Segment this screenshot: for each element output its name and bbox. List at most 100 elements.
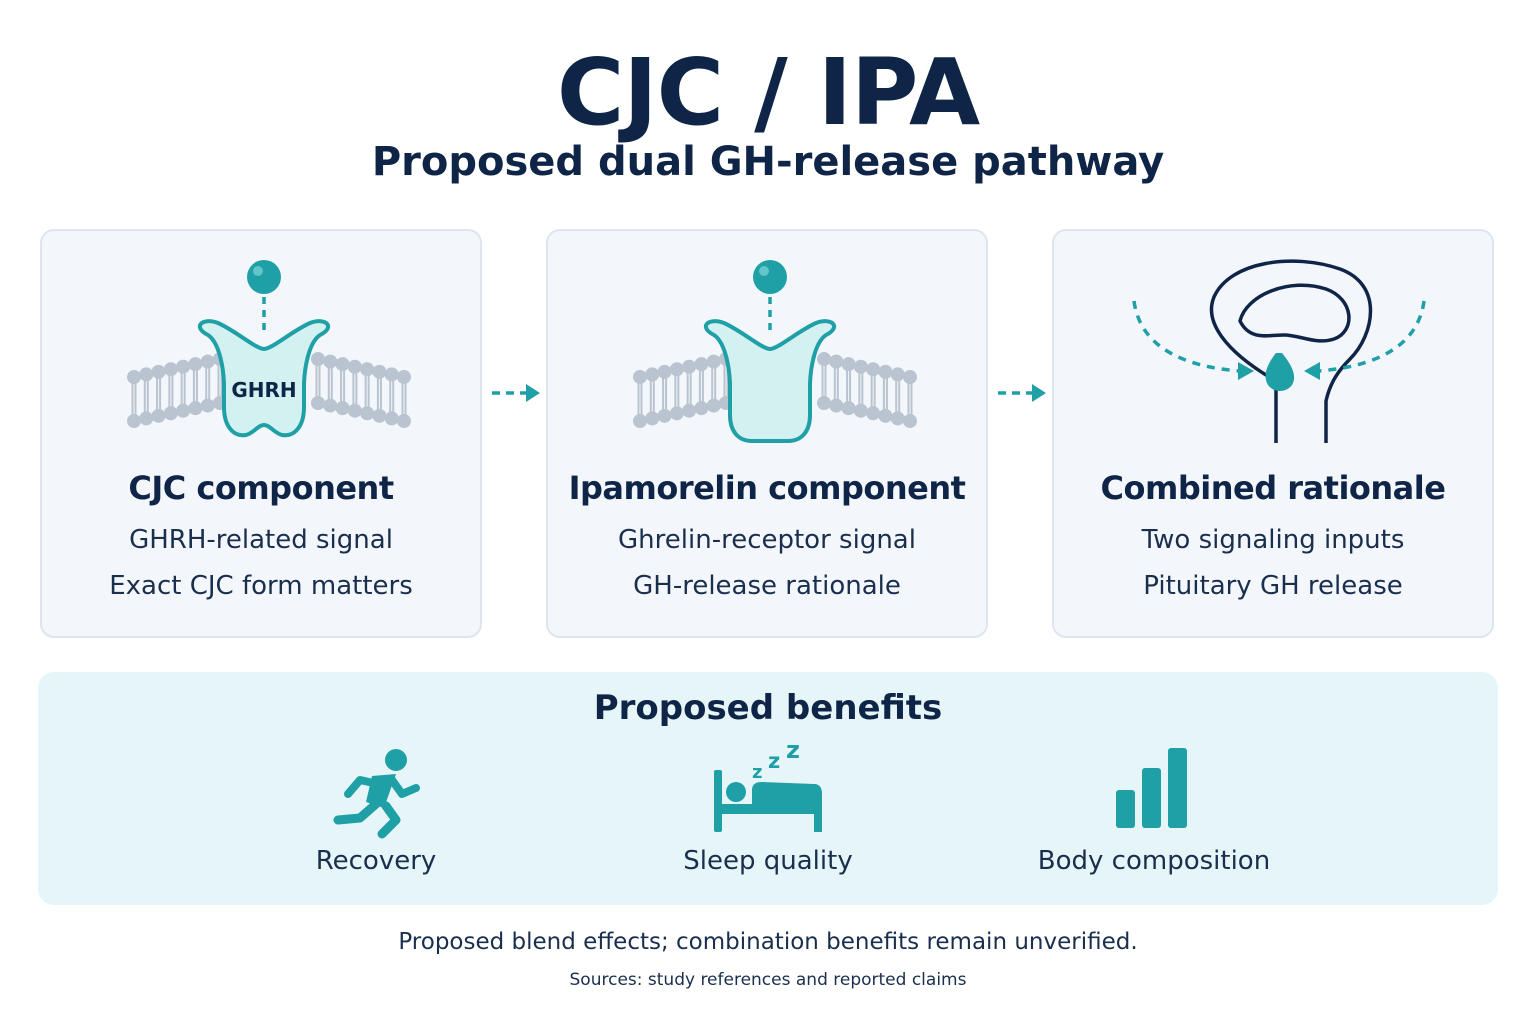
lipid-head: [200, 398, 215, 413]
lipid-bilayer: [633, 352, 917, 428]
card-line: GH-release rationale: [633, 571, 901, 601]
lipid-head: [878, 408, 893, 423]
lipid-head: [694, 401, 709, 416]
lipid-head: [853, 359, 868, 374]
dashed-arrow-right-icon: [492, 384, 540, 402]
lipid-head: [682, 403, 697, 418]
lipid-head: [139, 367, 154, 382]
lipid-head: [645, 411, 660, 426]
card-line: Two signaling inputs: [1141, 525, 1405, 555]
page-title: CJC / IPA: [556, 39, 980, 146]
svg-text:z: z: [786, 744, 800, 764]
benefits-title: Proposed benefits: [593, 688, 943, 728]
benefits-panel: Proposed benefits Recovery z z z Sleep q…: [38, 672, 1498, 905]
lipid-head: [200, 354, 215, 369]
lipid-head: [645, 367, 660, 382]
receptor-membrane-icon: [633, 260, 917, 443]
lipid-head: [841, 401, 856, 416]
lipid-head: [890, 367, 905, 382]
lipid-head: [841, 357, 856, 372]
lipid-head: [347, 403, 362, 418]
lipid-head: [890, 411, 905, 426]
lipid-head: [163, 406, 178, 421]
lipid-head: [706, 354, 721, 369]
sleeping-bed-icon: z z z: [714, 744, 822, 832]
ligand-dot: [753, 260, 787, 294]
card-title: Combined rationale: [1100, 469, 1446, 507]
lipid-head: [657, 364, 672, 379]
lipid-head: [397, 414, 411, 428]
lipid-head: [323, 354, 338, 369]
running-person-icon: [333, 749, 420, 839]
benefit-recovery: Recovery: [226, 744, 526, 894]
lipid-head: [866, 406, 881, 421]
lipid-head: [829, 398, 844, 413]
lipid-head: [311, 352, 325, 366]
lipid-head: [633, 370, 647, 384]
lipid-head: [311, 396, 325, 410]
svg-text:z: z: [768, 749, 780, 773]
lipid-head: [706, 398, 721, 413]
sources-line: Sources: study references and reported c…: [569, 970, 967, 990]
lipid-head: [866, 362, 881, 377]
lipid-head: [335, 357, 350, 372]
brain-pituitary-icon: [1132, 259, 1426, 443]
card-title: CJC component: [128, 469, 394, 507]
card-line: Exact CJC form matters: [109, 571, 413, 601]
lipid-head: [853, 403, 868, 418]
lipid-head: [323, 398, 338, 413]
lipid-head: [372, 408, 387, 423]
lipid-head: [633, 414, 647, 428]
page-subtitle: Proposed dual GH-release pathway: [371, 139, 1165, 185]
card-line: GHRH-related signal: [129, 525, 393, 555]
lipid-head: [878, 364, 893, 379]
receptor-label: GHRH: [231, 378, 296, 402]
receptor-shape: [197, 319, 331, 438]
lipid-head: [657, 408, 672, 423]
card-title: Ipamorelin component: [568, 469, 966, 507]
lipid-head: [151, 364, 166, 379]
lipid-head: [372, 364, 387, 379]
lipid-head: [151, 408, 166, 423]
benefit-label: Sleep quality: [683, 846, 853, 876]
lipid-head: [829, 354, 844, 369]
benefit-label: Recovery: [315, 846, 437, 876]
lipid-head: [188, 401, 203, 416]
lipid-head: [176, 359, 191, 374]
lipid-head: [347, 359, 362, 374]
lipid-head: [397, 370, 411, 384]
svg-text:z: z: [752, 762, 762, 783]
card-combined-rationale: Combined rationale Two signaling inputs …: [1052, 229, 1494, 638]
footnote: Proposed blend effects; combination bene…: [398, 929, 1138, 955]
lipid-head: [682, 359, 697, 374]
lipid-head: [335, 401, 350, 416]
lipid-head: [163, 362, 178, 377]
lipid-head: [176, 403, 191, 418]
ligand-dot: [247, 260, 281, 294]
card-line: Ghrelin-receptor signal: [618, 525, 916, 555]
bar-chart-icon: [1116, 748, 1187, 828]
lipid-head: [694, 357, 709, 372]
lipid-head: [127, 370, 141, 384]
lipid-head: [384, 411, 399, 426]
lipid-head: [669, 362, 684, 377]
lipid-head: [903, 414, 917, 428]
benefit-sleep-quality: z z z Sleep quality: [618, 744, 918, 894]
lipid-head: [139, 411, 154, 426]
dashed-arrow-right-icon: [998, 384, 1046, 402]
receptor-membrane-icon: GHRH: [127, 260, 411, 438]
lipid-head: [669, 406, 684, 421]
lipid-head: [360, 406, 375, 421]
card-ipamorelin-component: Ipamorelin component Ghrelin-receptor si…: [546, 229, 988, 638]
lipid-head: [384, 367, 399, 382]
lipid-head: [360, 362, 375, 377]
lipid-head: [817, 352, 831, 366]
card-cjc-component: GHRH CJC component GHRH-related signal E…: [40, 229, 482, 638]
receptor-shape: [703, 319, 837, 443]
card-line: Pituitary GH release: [1143, 571, 1403, 601]
benefit-label: Body composition: [1037, 846, 1271, 876]
lipid-head: [903, 370, 917, 384]
lipid-head: [817, 396, 831, 410]
benefit-body-composition: Body composition: [1004, 744, 1304, 894]
lipid-head: [127, 414, 141, 428]
